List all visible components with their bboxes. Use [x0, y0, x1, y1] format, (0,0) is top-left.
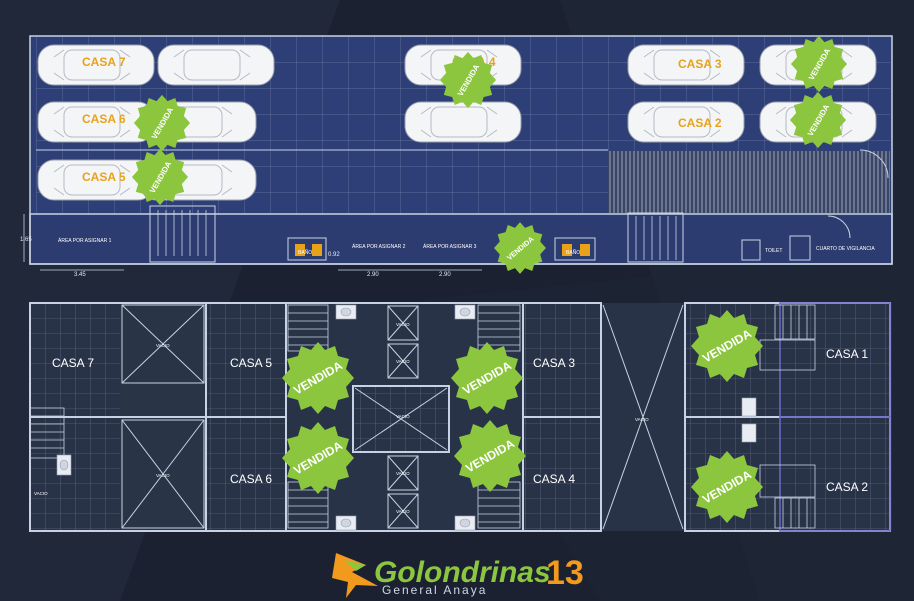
dim-width-1: 3.45: [74, 272, 86, 278]
swallow-icon: [332, 553, 378, 598]
guard-room-label: CUARTO DE VIGILANCIA: [816, 246, 875, 252]
sold-badge: VENDIDA: [439, 51, 497, 109]
unit-label-casa1: CASA 1: [826, 347, 868, 361]
parking-label-casa2: CASA 2: [678, 116, 722, 130]
logo-brand-text: Golondrinas: [374, 556, 551, 589]
sold-badge: VENDIDA: [691, 451, 763, 523]
area-label-1: ÁREA POR ASIGNAR 1: [58, 237, 112, 244]
toilet-icons: [56, 304, 757, 531]
dim-width-2: 2.90: [367, 272, 379, 278]
parking-plan: CASA 7 CASA 6 CASA 5 CASA 4 CASA 3 CASA …: [20, 35, 893, 278]
logo-number: 13: [546, 554, 584, 592]
area-box-2-label: BAÑO: [566, 249, 580, 256]
unit-label-casa6: CASA 6: [230, 472, 272, 486]
void-label: VACIO: [396, 359, 410, 364]
sold-badge: VENDIDA: [282, 342, 354, 414]
dim-width-3: 2.90: [439, 272, 451, 278]
sold-badge: VENDIDA: [131, 148, 189, 206]
area-label-3: ÁREA POR ASIGNAR 3: [423, 243, 477, 250]
toilet-label: TOILET: [765, 248, 782, 254]
parking-label-casa6: CASA 6: [82, 112, 126, 126]
ramp-hatching: [608, 151, 890, 213]
brand-logo: Golondrinas 13 General Anaya: [332, 553, 584, 598]
void-label: VACIO: [156, 343, 170, 348]
void-label: VACIO: [396, 322, 410, 327]
dimension-lines: [23, 214, 482, 271]
parking-label-casa7: CASA 7: [82, 55, 126, 69]
service-strip: [29, 213, 893, 265]
void-areas: [121, 304, 684, 530]
unit-label-casa5: CASA 5: [230, 356, 272, 370]
unit-label-casa2: CASA 2: [826, 480, 868, 494]
sold-badge: VENDIDA: [133, 94, 191, 152]
void-label: VACIO: [396, 414, 410, 419]
unit-label-casa3: CASA 3: [533, 356, 575, 370]
parking-label-casa3: CASA 3: [678, 57, 722, 71]
logo-subtitle: General Anaya: [382, 583, 487, 597]
area-box-1: [287, 237, 327, 261]
void-label: VACIO: [156, 473, 170, 478]
unit-label-casa7: CASA 7: [52, 356, 94, 370]
area-label-2: ÁREA POR ASIGNAR 2: [352, 243, 406, 250]
sold-badge: VENDIDA: [451, 342, 523, 414]
sold-badges: VENDIDA VENDIDA VENDIDA VENDIDA VENDIDA …: [131, 35, 848, 523]
void-label: VACIO: [396, 509, 410, 514]
stairs-parking: [149, 205, 216, 263]
sold-badge: VENDIDA: [790, 35, 848, 93]
area-box-2: [554, 237, 596, 261]
area-box-1-label: BAÑO: [298, 249, 312, 256]
void-label: VACIO: [635, 417, 649, 422]
upper-floor-plan: CASA 7 CASA 5 CASA 3 CASA 1 CASA 6 CASA …: [29, 302, 892, 532]
sold-badge: VENDIDA: [494, 222, 546, 274]
sold-badge: VENDIDA: [691, 310, 763, 382]
unit-label-casa4: CASA 4: [533, 472, 575, 486]
parking-label-casa5: CASA 5: [82, 170, 126, 184]
sold-badge: VENDIDA: [789, 91, 847, 149]
void-label: VACIO: [34, 491, 48, 496]
stairs-upper: [29, 304, 816, 529]
sold-badge: VENDIDA: [454, 420, 526, 492]
void-label: VACIO: [396, 471, 410, 476]
dim-box: 0.92: [328, 252, 340, 258]
sold-badge: VENDIDA: [282, 422, 354, 494]
dim-height: 1.65: [20, 237, 32, 243]
